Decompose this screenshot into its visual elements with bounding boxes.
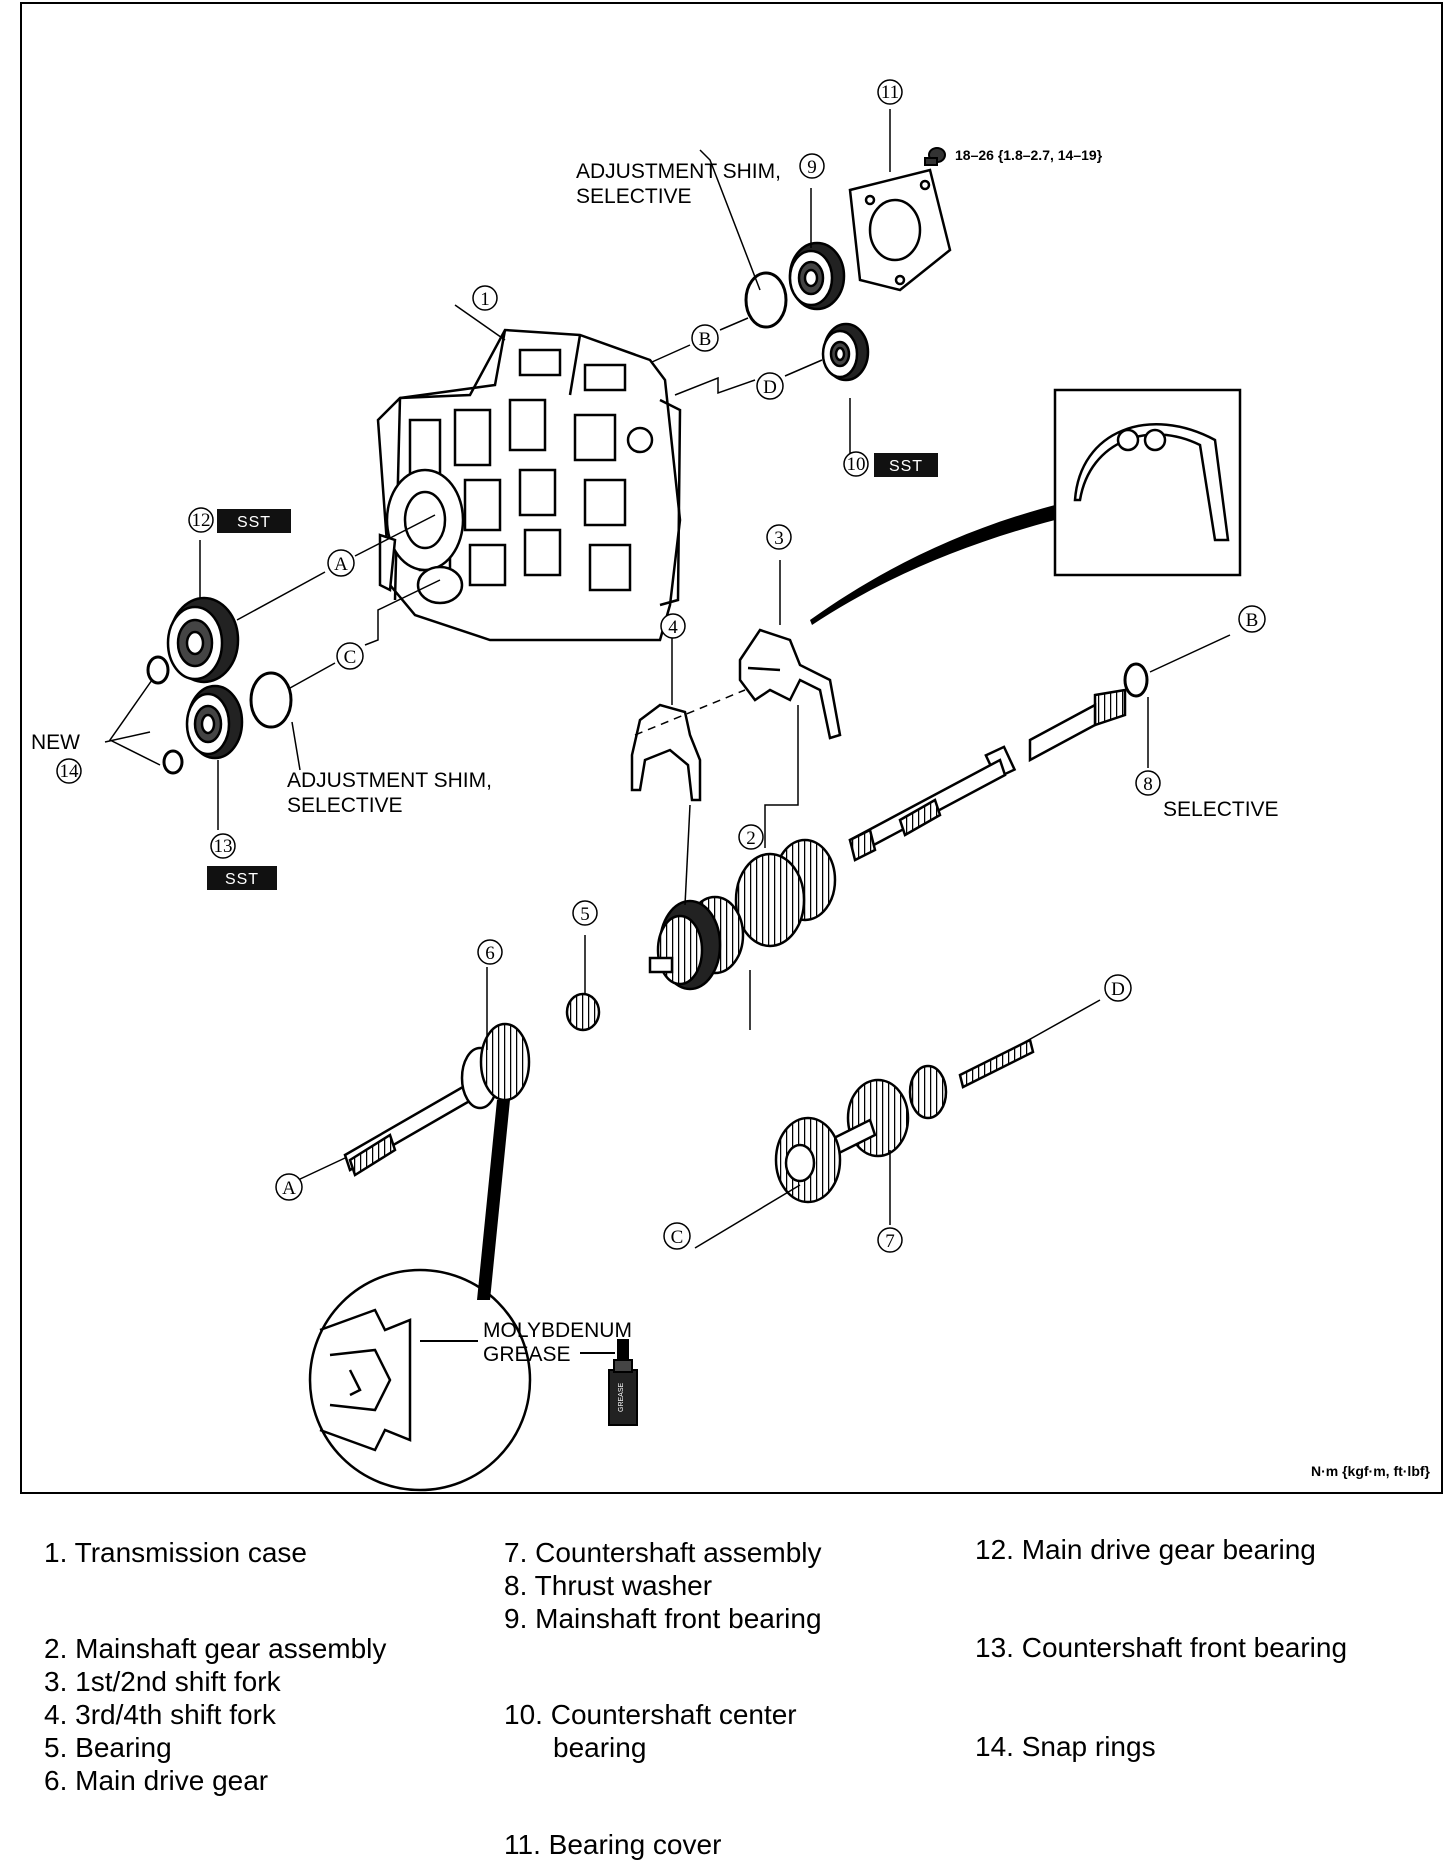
callout-3: 3: [774, 528, 784, 549]
countershaft-assembly: [774, 1038, 1035, 1204]
part-10: 10. Countershaft center: [504, 1699, 797, 1730]
part-12: 12. Main drive gear bearing: [975, 1534, 1316, 1565]
part-10-line-2: bearing: [553, 1732, 647, 1763]
part-11: 11. Bearing cover: [504, 1829, 722, 1860]
marker-a-case: A: [334, 554, 348, 575]
grease-detail-inset: [308, 1268, 532, 1492]
countershaft-center-bearing: [821, 322, 870, 382]
marker-c-shaft: C: [671, 1227, 684, 1248]
bolt-icon: [924, 147, 946, 166]
letter-markers: [275, 324, 1266, 1250]
sst-badge-13: [207, 866, 277, 890]
shift-fork-detail-inset: [1053, 388, 1242, 577]
thrust-washer: [1123, 662, 1149, 698]
marker-d-shaft: D: [1111, 979, 1125, 1000]
main-drive-gear-bearing: [166, 596, 240, 684]
parts-list: 1. Transmission case 2. Mainshaft gear a…: [0, 1523, 1456, 1860]
grease-can-text: GREASE: [618, 1382, 625, 1412]
bearing-cover: [848, 168, 952, 292]
adjustment-shim-top-label-2: SELECTIVE: [576, 185, 692, 208]
adjustment-shim-top-label: ADJUSTMENT SHIM,: [576, 160, 781, 183]
molybdenum-label: MOLYBDENUM: [483, 1319, 632, 1342]
marker-c-case: C: [344, 647, 357, 668]
leader-lines: [104, 109, 1231, 1249]
callout-5: 5: [580, 904, 590, 925]
mainshaft-gear-assembly: [648, 688, 1127, 991]
adjustment-shim-upper: [744, 271, 788, 329]
part-1: 1. Transmission case: [44, 1537, 308, 1568]
sst-badge-10: [874, 453, 938, 477]
callout-1: 1: [480, 289, 490, 310]
adjustment-shim-bottom-label-2: SELECTIVE: [287, 794, 403, 817]
adjustment-shim-bottom-label: ADJUSTMENT SHIM,: [287, 769, 492, 792]
callout-9: 9: [807, 157, 817, 178]
marker-a-gear: A: [282, 1178, 296, 1199]
part-14: 14. Snap rings: [975, 1731, 1156, 1762]
part-5: 5. Bearing: [44, 1732, 172, 1763]
callout-4: 4: [668, 617, 678, 638]
grease-can-icon: [608, 1339, 638, 1426]
diagram-frame: [20, 2, 1443, 1494]
sst-label-12: SST: [237, 514, 271, 531]
snap-ring-upper: [146, 655, 170, 685]
grease-inset-leader: [477, 1100, 510, 1300]
callout-8: 8: [1143, 774, 1153, 795]
part-7: 7. Countershaft assembly: [504, 1537, 822, 1568]
callout-markers: [56, 79, 1161, 1253]
sst-label-13: SST: [225, 871, 259, 888]
selective-label: SELECTIVE: [1163, 798, 1279, 821]
exploded-view-diagram: 1 2 3 4 5 6 7 8 9 10 11 12 13 14 A A B B…: [20, 2, 1443, 1494]
torque-spec: 18–26 {1.8–2.7, 14–19}: [955, 147, 1103, 163]
part-9: 9. Mainshaft front bearing: [504, 1603, 822, 1634]
new-label: NEW: [31, 731, 80, 754]
callout-7: 7: [885, 1231, 895, 1252]
part-3: 3. 1st/2nd shift fork: [44, 1666, 281, 1697]
grease-label: GREASE: [483, 1343, 571, 1366]
torque-units: N·m {kgf·m, ft·lbf}: [1311, 1463, 1431, 1479]
marker-b-case: B: [699, 329, 712, 350]
part-8: 8. Thrust washer: [504, 1570, 713, 1601]
countershaft-front-bearing: [185, 684, 244, 760]
callout-2: 2: [746, 828, 756, 849]
callout-11: 11: [881, 82, 899, 103]
sst-label-10: SST: [889, 458, 923, 475]
transmission-case: [376, 328, 682, 642]
snap-ring-lower: [162, 749, 184, 775]
callout-10: 10: [847, 454, 866, 475]
main-drive-gear: [343, 1022, 531, 1177]
sst-badge-12: [217, 509, 291, 533]
part-4: 4. 3rd/4th shift fork: [44, 1699, 276, 1730]
callout-14: 14: [60, 761, 80, 782]
callout-13: 13: [214, 836, 233, 857]
part-6: 6. Main drive gear: [44, 1765, 269, 1796]
mainshaft-front-bearing: [788, 241, 846, 311]
marker-b-shaft: B: [1246, 610, 1259, 631]
callout-6: 6: [485, 943, 495, 964]
needle-bearing: [565, 992, 601, 1032]
marker-d-case: D: [763, 377, 777, 398]
adjustment-shim-lower: [249, 671, 293, 729]
inset-leader: [810, 505, 1055, 625]
shift-fork-3rd-4th: [630, 703, 702, 802]
part-13: 13. Countershaft front bearing: [975, 1632, 1348, 1663]
part-2: 2. Mainshaft gear assembly: [44, 1633, 387, 1664]
shift-fork-1st-2nd: [738, 628, 842, 740]
callout-12: 12: [192, 510, 211, 531]
